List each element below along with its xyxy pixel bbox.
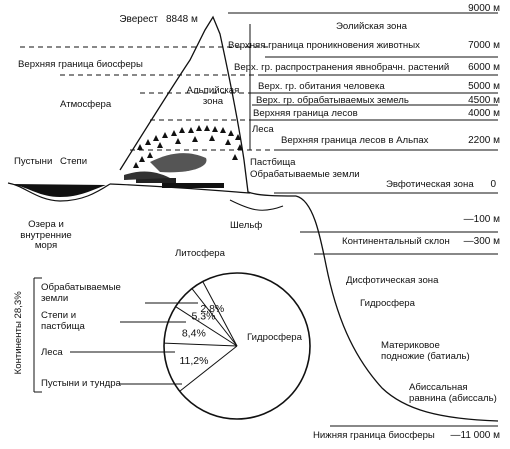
- upper-biosphere-label: Верхняя граница биосферы: [18, 59, 143, 70]
- pie-slice-boundary: [179, 345, 238, 392]
- farmland-label: Обрабатываемые земли: [250, 169, 360, 180]
- tree-mark: [171, 130, 177, 136]
- pie-center-label: Гидросфера: [247, 332, 302, 343]
- tree-mark: [137, 144, 143, 150]
- pie-slice-label: 8,4%: [182, 327, 206, 339]
- pie-slice-boundary: [164, 342, 238, 347]
- abyssal-label: Абиссальная равнина (абиссаль): [409, 382, 497, 404]
- tree-mark: [175, 138, 181, 144]
- forest-trees: [133, 125, 243, 168]
- farmland-field-2: [136, 178, 176, 183]
- lithosphere-label: Литосфера: [175, 248, 225, 259]
- tree-mark: [228, 130, 234, 136]
- scale-label-minus-100: —100 м: [463, 214, 500, 225]
- pie-legend-farmland: Обрабатываемые земли: [41, 282, 121, 304]
- lake-basin: [7, 182, 111, 202]
- upper-forest-alps-label: Верхняя граница лесов в Альпах: [281, 135, 429, 146]
- pie-slice-label: 2,8%: [200, 303, 224, 315]
- scale-label-2200: 2200 м: [468, 135, 500, 146]
- ocean-edge: [229, 199, 284, 211]
- atmosphere-label: Атмосфера: [60, 99, 112, 110]
- upper-farmland-label: Верх. гр. обрабатываемых земель: [256, 95, 409, 106]
- dysphotic-zone-label: Дисфотическая зона: [346, 275, 439, 286]
- everest-height: 8848 м: [166, 14, 198, 25]
- eolian-zone-label: Эолийская зона: [336, 21, 407, 32]
- continental-slope-outline: [295, 195, 499, 422]
- tree-mark: [147, 152, 153, 158]
- tree-mark: [196, 125, 202, 131]
- pie-chart: 2,8%5,3% 8,4% 11,2%: [163, 272, 311, 420]
- euphotic-zone-label: Эвфотическая зона: [386, 179, 474, 190]
- pie-slice-boundary: [202, 281, 238, 347]
- continents-axis-label: Континенты 28,3%: [13, 291, 25, 375]
- farmland-field: [162, 183, 224, 188]
- pie-slice-label: 11,2%: [179, 355, 208, 367]
- hill-shading-2: [124, 171, 170, 180]
- pie-slice-boundary: [175, 306, 238, 347]
- scale-label-6000: 6000 м: [468, 62, 500, 73]
- forest-label: Леса: [252, 124, 274, 135]
- tree-mark: [153, 135, 159, 141]
- pie-leader-lines: [33, 277, 198, 393]
- tree-mark: [212, 126, 218, 132]
- tree-mark: [192, 136, 198, 142]
- continental-slope-label: Континентальный склон: [342, 236, 450, 247]
- tree-mark: [235, 134, 241, 140]
- tree-mark: [179, 127, 185, 133]
- scale-label-0: 0: [490, 179, 496, 190]
- tree-mark: [225, 139, 231, 145]
- scale-label-minus-300: —300 м: [463, 236, 500, 247]
- tree-mark: [220, 127, 226, 133]
- upper-forest-label: Верхняя граница лесов: [253, 108, 358, 119]
- lake-water: [12, 184, 106, 197]
- upper-plants-label: Верх. гр. распространения явнобрачн. рас…: [234, 62, 450, 73]
- scale-label-4000: 4000 м: [468, 108, 500, 119]
- tree-mark: [237, 144, 243, 150]
- upper-animals-label: Верхняя граница проникновения животных: [228, 40, 420, 51]
- scale-label-minus-11000: —11 000 м: [450, 430, 501, 441]
- scale-label-7000: 7000 м: [468, 40, 500, 51]
- tree-mark: [145, 139, 151, 145]
- pie-legend-forests: Леса: [41, 347, 63, 358]
- tree-mark: [139, 156, 145, 162]
- alpine-zone-label: Альпийская зона: [186, 85, 240, 107]
- tree-mark: [162, 132, 168, 138]
- scale-label-4500: 4500 м: [468, 95, 500, 106]
- hydrosphere-label: Гидросфера: [360, 298, 415, 309]
- everest-label: Эверест: [119, 14, 158, 25]
- pie-slice-label: 5,3%: [192, 311, 216, 323]
- tree-mark: [209, 135, 215, 141]
- pie-slice-boundary: [191, 288, 238, 347]
- dashed-level-lines: [20, 46, 275, 151]
- steppes-label: Степи: [60, 156, 88, 167]
- hill-shading: [150, 153, 207, 173]
- continental-foot-label: Материковое подножие (батиаль): [381, 340, 470, 362]
- shelf-label: Шельф: [230, 220, 263, 231]
- deserts-label: Пустыни: [14, 156, 53, 167]
- pie-legend-deserts: Пустыни и тундра: [41, 378, 121, 389]
- land-surface: [109, 183, 251, 194]
- pie-legend-steppes: Степи и пастбища: [41, 310, 85, 332]
- pasture-label: Пастбища: [250, 157, 296, 168]
- mountain-outline: [119, 15, 297, 197]
- tree-mark: [204, 125, 210, 131]
- scale-lines: [228, 12, 498, 427]
- tree-mark: [188, 127, 194, 133]
- upper-human-label: Верх. гр. обитания человека: [258, 81, 385, 92]
- lakes-label: Озера и внутренние моря: [20, 219, 72, 252]
- tree-mark: [133, 162, 139, 168]
- tree-mark: [232, 154, 238, 160]
- scale-label-9000: 9000 м: [468, 3, 500, 14]
- lower-biosphere-label: Нижняя граница биосферы: [313, 430, 435, 441]
- scale-label-5000: 5000 м: [468, 81, 500, 92]
- tree-mark: [157, 142, 163, 148]
